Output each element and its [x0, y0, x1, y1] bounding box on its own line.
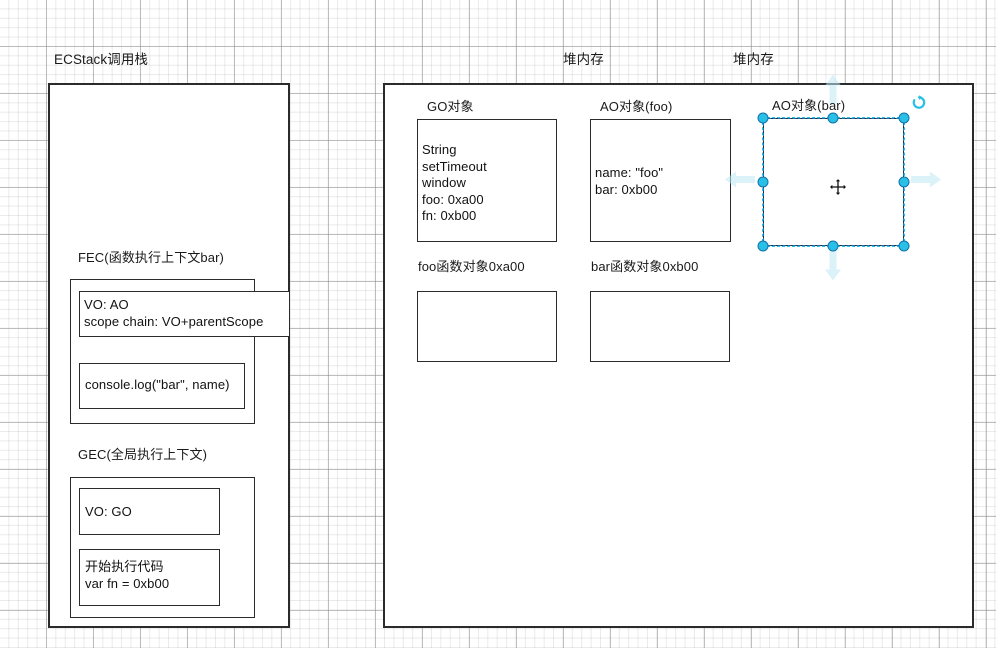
- fec-vo-text: VO: AO scope chain: VO+parentScope: [84, 297, 264, 329]
- resize-handle-s[interactable]: [827, 240, 839, 252]
- direction-arrow-left-icon[interactable]: [725, 171, 755, 194]
- heap-label-left: 堆内存: [563, 52, 604, 67]
- resize-handle-nw[interactable]: [757, 112, 769, 124]
- resize-handle-sw[interactable]: [757, 240, 769, 252]
- resize-handle-se[interactable]: [898, 240, 910, 252]
- gec-code-box[interactable]: 开始执行代码 var fn = 0xb00: [79, 549, 220, 606]
- gec-code-text: 开始执行代码 var fn = 0xb00: [85, 559, 170, 591]
- go-object-title: GO对象: [427, 99, 474, 114]
- bar-fn-box[interactable]: [590, 291, 730, 362]
- resize-handle-n[interactable]: [827, 112, 839, 124]
- fec-code-box[interactable]: console.log("bar", name): [79, 363, 245, 409]
- resize-handle-w[interactable]: [757, 176, 769, 188]
- go-object-text: String setTimeout window foo: 0xa00 fn: …: [422, 142, 487, 223]
- foo-fn-box[interactable]: [417, 291, 557, 362]
- gec-title: GEC(全局执行上下文): [78, 447, 208, 462]
- gec-vo-box[interactable]: VO: GO: [79, 488, 220, 535]
- go-object-box[interactable]: String setTimeout window foo: 0xa00 fn: …: [417, 119, 557, 242]
- fec-code-text: console.log("bar", name): [85, 377, 230, 392]
- resize-handle-ne[interactable]: [898, 112, 910, 124]
- rotate-icon[interactable]: [911, 95, 927, 111]
- direction-arrow-right-icon[interactable]: [911, 171, 941, 194]
- fec-vo-box[interactable]: VO: AO scope chain: VO+parentScope: [79, 291, 290, 337]
- gec-vo-text: VO: GO: [85, 504, 132, 519]
- foo-fn-title: foo函数对象0xa00: [418, 259, 525, 274]
- direction-arrow-up-icon[interactable]: [824, 74, 842, 110]
- heap-label-right: 堆内存: [733, 52, 774, 67]
- ao-foo-text: name: "foo" bar: 0xb00: [595, 165, 664, 197]
- move-cursor-icon[interactable]: [828, 177, 848, 197]
- ao-bar-title: AO对象(bar): [772, 98, 846, 113]
- fec-title: FEC(函数执行上下文bar): [78, 250, 224, 265]
- ecstack-title: ECStack调用栈: [54, 52, 149, 67]
- direction-arrow-down-icon[interactable]: [824, 250, 842, 286]
- ao-foo-box[interactable]: name: "foo" bar: 0xb00: [590, 119, 731, 242]
- ao-foo-title: AO对象(foo): [600, 99, 673, 114]
- resize-handle-e[interactable]: [898, 176, 910, 188]
- bar-fn-title: bar函数对象0xb00: [591, 259, 699, 274]
